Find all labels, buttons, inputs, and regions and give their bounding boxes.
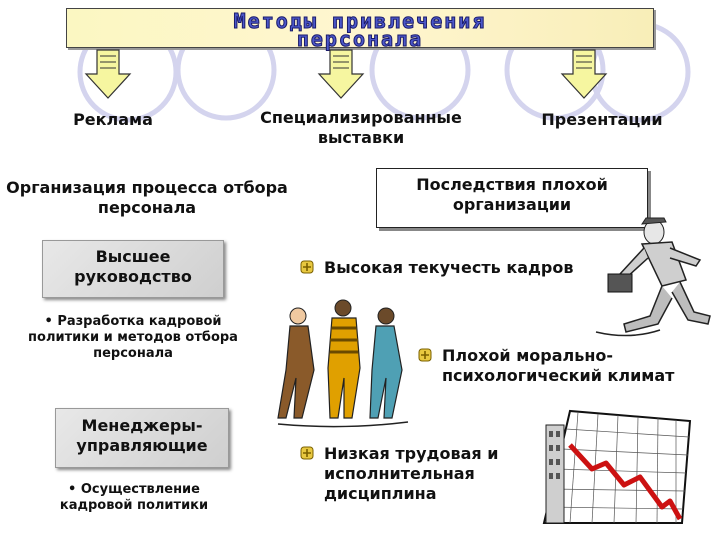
consequence-text: Плохой морально-психологический климат [442, 346, 675, 385]
managers-box: Менеджеры-управляющие [55, 408, 229, 468]
consequence-text: Низкая трудовая и исполнительная дисципл… [324, 444, 499, 503]
title-line-2: персонала [296, 27, 424, 52]
managers-task: • Осуществление кадровой политики [59, 482, 209, 513]
consequence-item: Высокая текучесть кадров [300, 258, 610, 278]
consequences-heading: Последствия плохой организации [416, 175, 608, 214]
falling-chart-image [542, 409, 692, 524]
top-management-title: Высшее руководство [74, 247, 192, 286]
down-arrow-icon [317, 49, 365, 99]
title-banner: Методы привлечения персонала [66, 8, 654, 52]
consequence-text: Высокая текучесть кадров [324, 258, 574, 277]
running-businessman-image [595, 217, 711, 337]
arguing-people-image [277, 299, 409, 428]
consequences-heading-box: Последствия плохой организации [376, 168, 648, 228]
top-management-box: Высшее руководство [42, 240, 224, 298]
bullet-icon [300, 446, 314, 460]
method-presentations: Презентации [541, 110, 663, 129]
method-arrows [84, 49, 608, 99]
bullet-icon [418, 348, 432, 362]
bullet-icon [300, 260, 314, 274]
down-arrow-icon [560, 49, 608, 99]
top-management-task: • Разработка кадровой политики и методов… [28, 314, 238, 361]
title-line-1: Методы привлечения [233, 9, 487, 34]
method-advertising: Реклама [73, 110, 153, 129]
consequence-item: Плохой морально-психологический климат [418, 346, 714, 386]
method-exhibitions: Специализированные выставки [260, 108, 462, 147]
down-arrow-icon [84, 49, 132, 99]
consequence-item: Низкая трудовая и исполнительная дисципл… [300, 444, 530, 504]
managers-title: Менеджеры-управляющие [76, 416, 208, 455]
process-heading: Организация процесса отбора персонала [6, 178, 288, 217]
